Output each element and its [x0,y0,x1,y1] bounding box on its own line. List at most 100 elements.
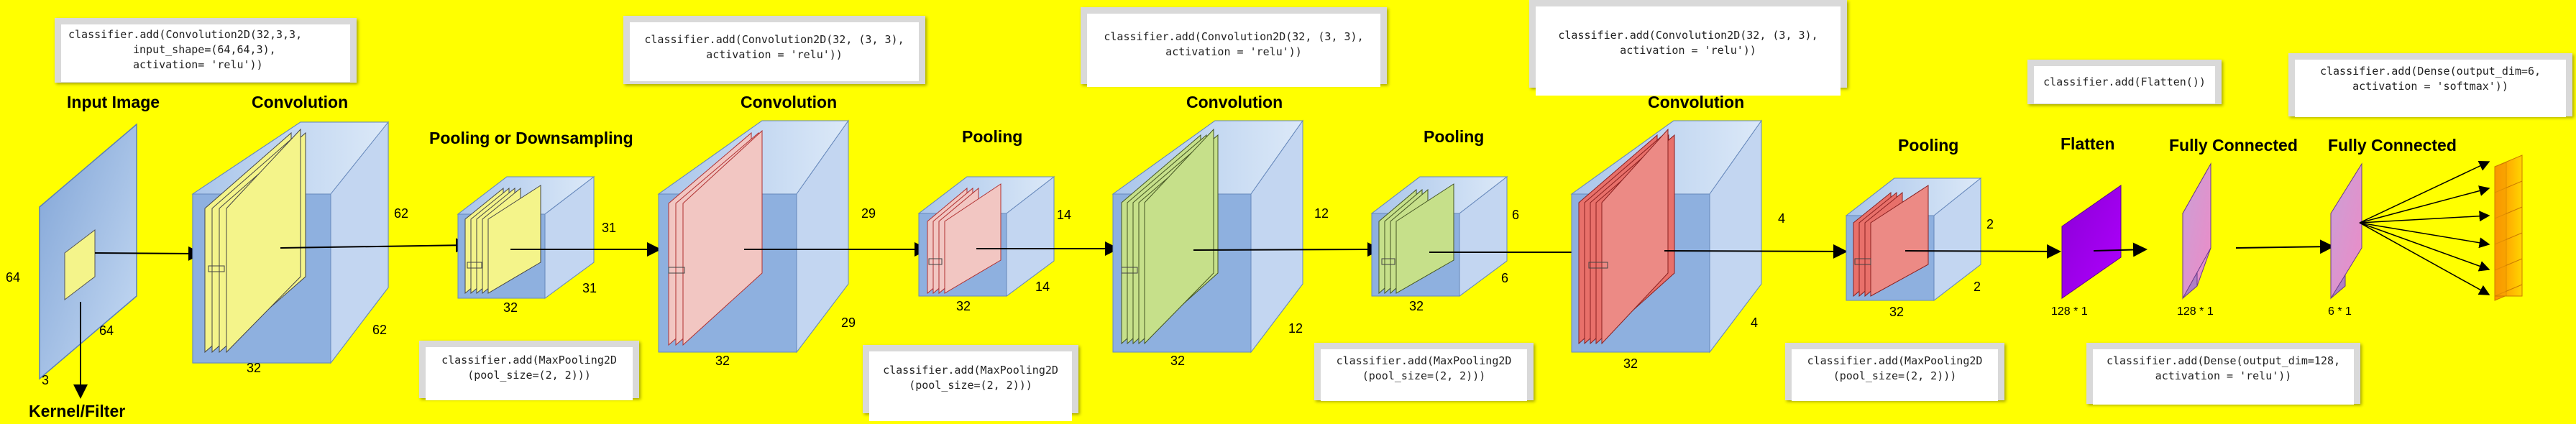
code-conv4-line1: classifier.add(Convolution2D(32, (3, 3), [1558,29,1818,42]
code-box-pool3: classifier.add(MaxPooling2D (pool_size=(2… [1314,343,1534,401]
input-width-label: 64 [99,323,114,338]
flatten-block [2061,185,2148,299]
conv3-depth-label: 32 [1170,354,1185,368]
code-pool2-line1: classifier.add(MaxPooling2D [883,364,1058,377]
fc2-size-label: 6 * 1 [2328,305,2352,318]
pool2-height-label: 14 [1057,208,1071,222]
conv4-block [1570,119,1848,354]
pool3-depth-label: 32 [1409,299,1424,313]
flatten-title: Flatten [2061,134,2114,153]
pool1-block [457,175,661,299]
code-box-pool4: classifier.add(MaxPooling2D (pool_size=(2… [1785,343,2004,401]
conv1-title: Convolution [252,93,348,111]
code-pool4-line2: (pool_size=(2, 2))) [1833,369,1957,382]
input-height-label: 64 [6,270,20,285]
code-pool3-text: classifier.add(MaxPooling2D (pool_size=(2… [1321,349,1527,401]
code-pool2-text: classifier.add(MaxPooling2D (pool_size=(2… [869,351,1072,421]
code-pool1-line1: classifier.add(MaxPooling2D [441,354,617,367]
code-conv2-line1: classifier.add(Convolution2D(32, (3, 3), [644,33,904,46]
code-dense2-text: classifier.add(Dense(output_dim=6,activa… [2295,60,2566,117]
code-conv2-text: classifier.add(Convolution2D(32, (3, 3),… [630,22,919,81]
code-dense2-line1: classifier.add(Dense(output_dim=6, [2319,65,2541,78]
pool4-width-label: 2 [1974,280,1981,294]
code-pool1-text: classifier.add(MaxPooling2D (pool_size=(2… [426,347,633,400]
input-image-title: Input Image [67,93,160,111]
code-conv4-text: classifier.add(Convolution2D(32, (3, 3),… [1536,6,1841,96]
fc2-title: Fully Connected [2328,136,2457,155]
flatten-size-label: 128 * 1 [2051,305,2088,318]
code-box-conv3: classifier.add(Convolution2D(32, (3, 3),… [1081,7,1387,87]
code-pool4-text: classifier.add(MaxPooling2D (pool_size=(2… [1792,349,1998,401]
pool3-height-label: 6 [1512,208,1519,222]
fc1-block [2182,162,2334,300]
code-conv2-line2: activation = 'relu')) [706,48,843,61]
code-conv1-line3: activation= 'relu')) [133,58,263,71]
conv2-block [657,119,929,354]
conv4-title: Convolution [1648,93,1744,111]
pool2-block [917,175,1119,297]
pool1-title: Pooling or Downsampling [429,129,633,147]
code-conv4-line2: activation = 'relu')) [1620,44,1756,57]
code-box-flatten: classifier.add(Flatten()) [2027,60,2222,104]
conv4-depth-label: 32 [1623,356,1638,371]
input-depth-label: 3 [42,373,49,387]
conv4-width-label: 4 [1751,315,1758,330]
code-pool3-line2: (pool_size=(2, 2))) [1362,369,1486,382]
pool4-block [1845,177,2061,302]
pool4-height-label: 2 [1986,217,1994,231]
code-conv3-text: classifier.add(Convolution2D(32, (3, 3),… [1087,14,1380,87]
input-image-block [39,123,203,399]
conv3-width-label: 12 [1288,321,1303,336]
code-box-pool1: classifier.add(MaxPooling2D (pool_size=(2… [419,341,639,400]
code-pool3-line1: classifier.add(MaxPooling2D [1336,354,1512,367]
output-neurons [2494,155,2523,301]
pool1-depth-label: 32 [503,300,518,315]
code-pool4-line1: classifier.add(MaxPooling2D [1807,354,1983,367]
code-box-dense1: classifier.add(Dense(output_dim=128,acti… [2086,343,2360,405]
code-box-dense2: classifier.add(Dense(output_dim=6,activa… [2288,53,2572,117]
code-conv3-line1: classifier.add(Convolution2D(32, (3, 3), [1104,30,1364,43]
conv2-title: Convolution [741,93,837,111]
pool2-width-label: 14 [1035,280,1050,294]
fc1-size-label: 128 * 1 [2177,305,2214,318]
fc1-title: Fully Connected [2169,136,2298,155]
code-box-conv1: classifier.add(Convolution2D(32,3,3, inpu… [55,18,357,83]
conv3-title: Convolution [1186,93,1283,111]
code-conv1-line2: input_shape=(64,64,3), [133,43,276,56]
pool3-width-label: 6 [1501,271,1508,285]
pool4-depth-label: 32 [1889,305,1904,319]
pool3-title: Pooling [1424,127,1484,146]
code-dense1-line1: classifier.add(Dense(output_dim=128, [2106,354,2341,367]
pool4-title: Pooling [1898,136,1958,155]
pool3-block [1370,175,1596,297]
code-conv1-text: classifier.add(Convolution2D(32,3,3, inpu… [61,24,350,82]
conv2-height-label: 29 [861,206,876,221]
conv1-block [191,121,470,364]
conv1-depth-label: 32 [247,361,261,375]
code-dense1-line2: activation = 'relu')) [2155,369,2292,382]
code-conv3-line2: activation = 'relu')) [1165,45,1302,58]
code-box-conv2: classifier.add(Convolution2D(32, (3, 3),… [623,16,925,84]
conv3-block [1111,119,1382,354]
code-flatten-line1: classifier.add(Flatten()) [2034,66,2215,103]
fc2-block [2330,160,2490,300]
conv1-width-label: 62 [372,323,387,337]
conv2-depth-label: 32 [715,354,730,368]
code-box-conv4: classifier.add(Convolution2D(32, (3, 3),… [1529,0,1847,96]
code-box-pool2: classifier.add(MaxPooling2D (pool_size=(2… [863,345,1078,421]
pool1-height-label: 31 [602,221,616,235]
conv1-height-label: 62 [394,206,408,221]
code-pool2-line2: (pool_size=(2, 2))) [909,379,1032,392]
code-conv1-line1: classifier.add(Convolution2D(32,3,3, [68,28,303,41]
pool1-width-label: 31 [582,281,597,295]
pool2-title: Pooling [962,127,1022,146]
code-dense1-text: classifier.add(Dense(output_dim=128,acti… [2093,349,2354,405]
code-pool1-line2: (pool_size=(2, 2))) [467,369,591,382]
conv2-width-label: 29 [841,315,856,330]
conv3-height-label: 12 [1314,206,1329,221]
kernel-filter-title: Kernel/Filter [29,402,125,420]
code-dense2-line2: activation = 'softmax')) [2352,80,2508,93]
conv4-height-label: 4 [1778,211,1785,226]
